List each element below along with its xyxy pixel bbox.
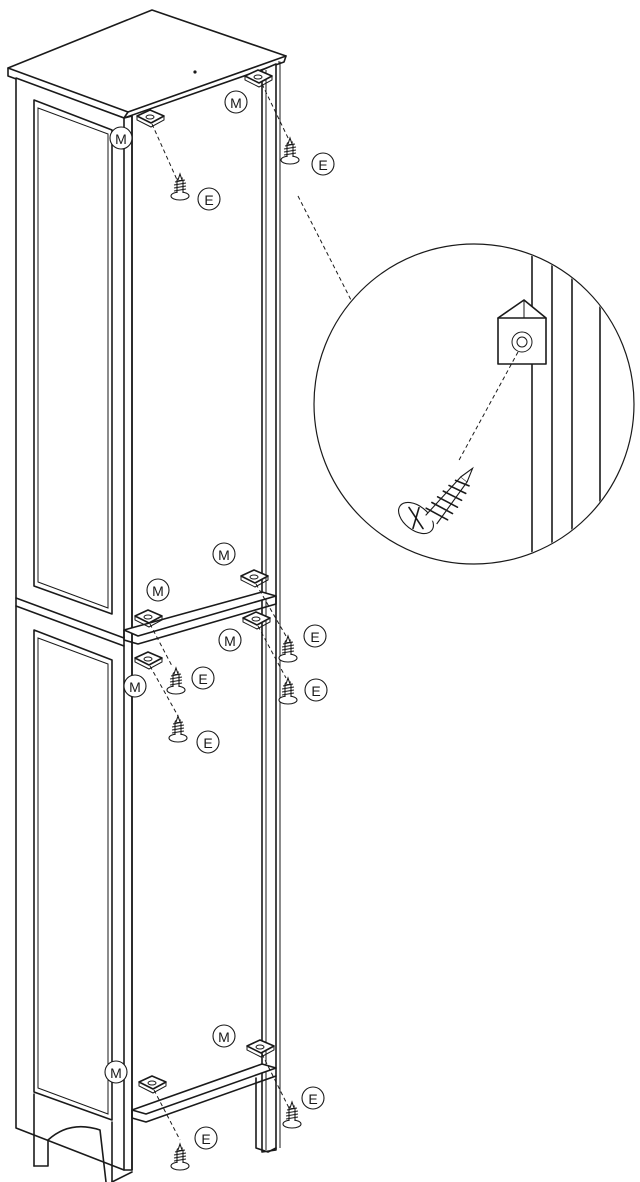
screw-label-text: E [311,683,320,699]
screw-icon [398,466,474,535]
screw-label-e: E [311,152,335,176]
bracket-label-text: M [152,583,164,599]
bracket-label-m: M [123,674,147,698]
bracket-label-text: M [110,1065,122,1081]
screw-label-e: E [304,678,328,702]
screw-label-e: E [191,666,215,690]
corner-bracket-icon [138,1075,167,1094]
detail-callout [313,243,635,565]
bracket-label-text: M [218,1029,230,1045]
screw-label-text: E [308,1091,317,1107]
screws [166,137,302,1171]
screw-label-e: E [196,730,220,754]
bracket-label-m: M [109,126,133,150]
screw-icon [168,715,188,743]
part-labels: M M E E M M M E [104,90,335,1150]
bracket-label-m: M [212,542,236,566]
screw-label-text: E [310,629,319,645]
bracket-label-text: M [129,679,141,695]
screw-label-e: E [301,1086,325,1110]
bottom-shelf [131,1063,277,1115]
screw-icon [282,1101,302,1129]
upper-door-panel [33,99,113,615]
screw-icon [278,635,298,663]
bracket-label-m: M [104,1060,128,1084]
screw-label-text: E [318,157,327,173]
screw-label-e: E [194,1126,218,1150]
bracket-label-text: M [218,547,230,563]
screw-icon [170,1143,190,1171]
screw-icon [280,137,300,165]
screw-label-text: E [198,671,207,687]
screw-label-text: E [201,1131,210,1147]
bracket-label-text: M [230,95,242,111]
bracket-label-m: M [146,578,170,602]
corner-bracket-icon [134,651,163,670]
screw-icon [166,667,186,695]
screw-label-e: E [197,187,221,211]
screw-label-text: E [203,735,212,751]
bracket-label-m: M [212,1024,236,1048]
screw-label-text: E [204,192,213,208]
cabinet [7,9,287,1182]
bracket-label-text: M [224,633,236,649]
screw-icon [170,173,190,201]
bracket-label-m: M [224,90,248,114]
corner-bracket-icon [497,299,547,365]
bracket-label-text: M [115,131,127,147]
screw-icon [278,677,298,705]
bracket-label-m: M [218,628,242,652]
screw-label-e: E [303,624,327,648]
lower-door-panel [33,629,113,1121]
guide-lines [149,83,353,1141]
